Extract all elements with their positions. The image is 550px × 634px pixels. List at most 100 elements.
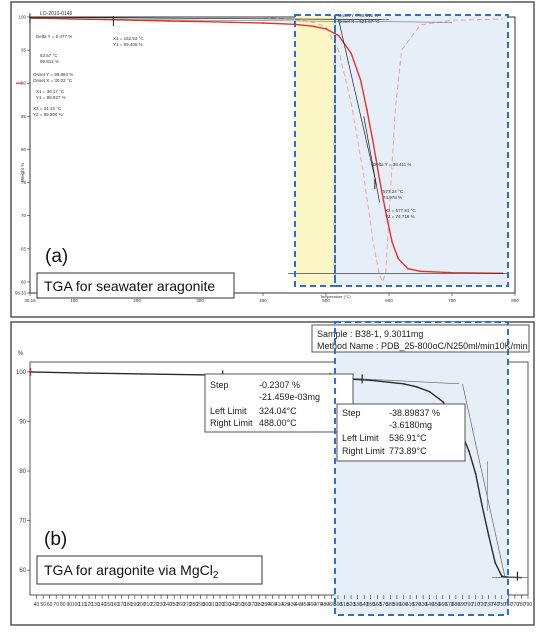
x-tick-label-b-44: 480 <box>321 602 330 608</box>
x-tick-label-b-69: 730 <box>485 602 494 608</box>
x-tick-label-b-38: 420 <box>281 602 290 608</box>
y-tick-label-b-1: 90 <box>19 419 26 425</box>
x-tick-label-b-4: 80 <box>60 602 66 608</box>
x-tick-label-b-34: 380 <box>255 602 264 608</box>
y-tick-label-a-1: 95 <box>21 48 27 53</box>
x-tick-label-b-31: 350 <box>236 602 245 608</box>
x-tick-label-a-1: 100 <box>70 298 78 303</box>
x-tick-label-b-39: 430 <box>288 602 297 608</box>
caption-b-subscript: 2 <box>213 570 219 581</box>
series-a-point-15 <box>366 108 368 111</box>
x-tick-label-b-67: 710 <box>471 602 480 608</box>
x-tick-label-b-61: 650 <box>432 602 441 608</box>
annotation-pct-1: 99.812 % <box>40 59 59 64</box>
series-b-point-13 <box>468 450 470 453</box>
series-b-point-7 <box>369 379 372 382</box>
x-tick-label-b-0: 40 <box>34 602 40 608</box>
series-a-point-4 <box>136 19 138 22</box>
step-2-label: Step <box>342 408 361 418</box>
annotation-x2-1: X2 = 34.14 °C <box>33 106 62 111</box>
x-tick-label-a-5: 500 <box>322 298 330 303</box>
y-tick-label-a-8: 60 <box>21 279 27 284</box>
step-1-pct: -0.2307 % <box>259 380 300 390</box>
annotation-delta-y-1: Delta Y = 0.477 % <box>36 34 72 39</box>
panel-b-letter: (b) <box>44 529 67 550</box>
x-tick-label-b-26: 300 <box>203 602 212 608</box>
step-2-left-value: 536.91°C <box>389 433 427 443</box>
caption-a: TGA for seawater aragonite <box>44 278 215 294</box>
x-tick-label-b-27: 310 <box>209 602 218 608</box>
tangent-line-a-0 <box>29 16 390 20</box>
x-tick-label-b-16: 200 <box>137 602 146 608</box>
x-tick-label-b-60: 640 <box>426 602 435 608</box>
x-tick-label-b-22: 260 <box>177 602 186 608</box>
annotation-onset-x-1: Onset X = 30.02 °C <box>33 78 73 83</box>
step-2-left-label: Left Limit <box>342 433 379 443</box>
series-b-point-18 <box>500 575 503 577</box>
x-tick-label-b-75: 790 <box>524 602 533 608</box>
x-tick-label-b-30: 340 <box>229 602 238 608</box>
tangent-line-b-1 <box>351 378 460 385</box>
x-tick-label-b-19: 230 <box>157 602 166 608</box>
x-tick-label-b-8: 120 <box>85 602 94 608</box>
x-tick-label-b-11: 150 <box>104 602 113 608</box>
series-a-point-17 <box>378 178 381 181</box>
x-tick-label-b-29: 330 <box>222 602 231 608</box>
step-box-2 <box>336 403 466 462</box>
x-tick-label-a-3: 300 <box>196 298 204 303</box>
y-tick-label-b-3: 70 <box>19 519 26 525</box>
tangent-line-a-2 <box>363 116 380 203</box>
series-a-point-8 <box>262 22 264 24</box>
x-tick-label-b-12: 160 <box>111 602 120 608</box>
highlight-blue-region-b <box>335 322 508 614</box>
y-tick-label-b-0: 100 <box>16 370 27 376</box>
highlight-yellow-region <box>295 16 335 285</box>
annotation-y1-1: Y1 = 99.927 % <box>36 95 66 100</box>
x-tick-label-b-50: 540 <box>360 602 369 608</box>
x-tick-label-b-21: 250 <box>170 602 179 608</box>
step-2-right-label: Right Limit <box>342 446 385 456</box>
y-axis-label-a: Weight % <box>20 163 25 182</box>
x-tick-label-b-24: 280 <box>190 602 199 608</box>
step-2-right-value: 773.89°C <box>389 446 427 456</box>
x-tick-label-b-14: 180 <box>124 602 133 608</box>
tangent-line-a-1 <box>338 19 377 185</box>
x-tick-label-b-58: 620 <box>412 602 421 608</box>
series-a-point-19 <box>391 241 393 243</box>
series-b-point-14 <box>474 472 477 475</box>
x-tick-label-b-37: 410 <box>275 602 284 608</box>
x-tick-label-b-7: 110 <box>78 602 86 608</box>
x-tick-label-b-49: 530 <box>353 602 362 608</box>
step-1-left-value: 324.04°C <box>259 406 297 416</box>
annotation-x1-1: X1 = 30.17 °C <box>36 89 65 94</box>
step-2-pct: -38.89837 % <box>389 408 440 418</box>
annotation-pct-2: 74.978 % <box>383 195 402 200</box>
x-tick-label-b-23: 270 <box>183 602 192 608</box>
x-tick-label-a-7: 700 <box>448 298 456 303</box>
x-tick-label-b-41: 450 <box>301 602 310 608</box>
x-tick-label-b-18: 220 <box>150 602 159 608</box>
y-tick-label-a-4: 80 <box>21 147 27 152</box>
file-id: LO-2010-0146 <box>40 11 72 17</box>
annotation-y2-2: Y2 = 74.719 % <box>385 214 415 219</box>
step-1-left-label: Left Limit <box>210 406 247 416</box>
series-b-point-17 <box>494 561 497 564</box>
y-tick-label-b-4: 60 <box>19 568 26 574</box>
x-tick-label-b-33: 370 <box>249 602 258 608</box>
panel-a-letter: (a) <box>45 246 68 267</box>
x-tick-label-b-54: 580 <box>386 602 395 608</box>
series-b-point-1 <box>75 372 77 374</box>
step-2-mg: -3.6180mg <box>389 420 432 430</box>
x-tick-label-b-71: 750 <box>498 602 507 608</box>
x-tick-label-b-43: 470 <box>314 602 323 608</box>
x-tick-label-b-28: 320 <box>216 602 225 608</box>
step-1-mg: -21.459e-03mg <box>259 392 320 402</box>
annotation-y2-1: Y2 = 99.800 % <box>33 112 63 117</box>
series-a-point-14 <box>359 79 362 81</box>
y-tick-label-b-2: 80 <box>19 469 26 475</box>
y-tick-label-a-9: 58.33 <box>15 291 27 296</box>
